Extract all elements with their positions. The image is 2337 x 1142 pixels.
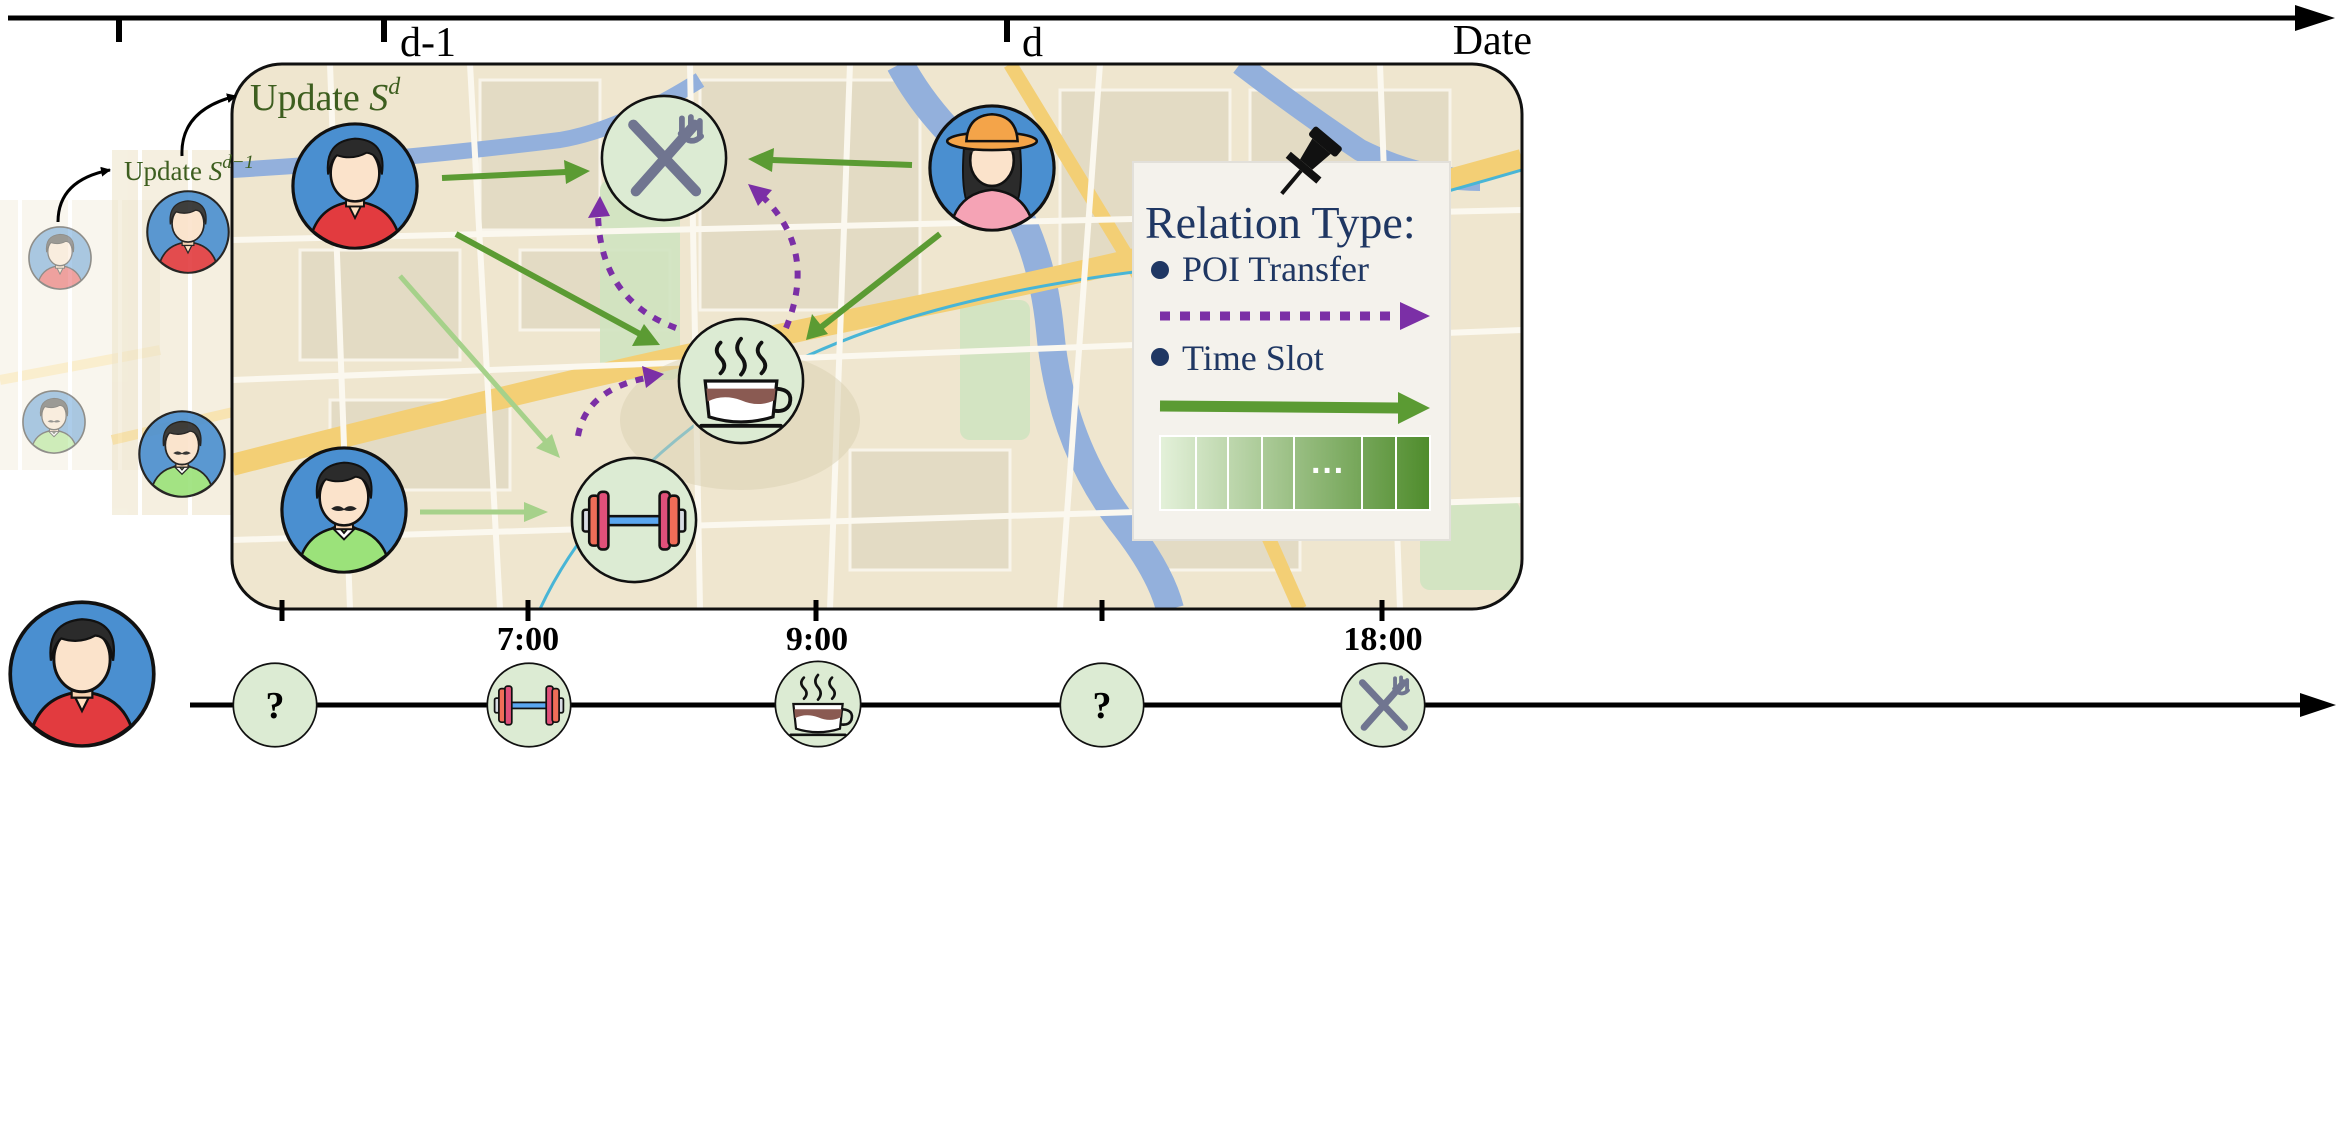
pin-icon [1280,126,1342,195]
timeline-slot-1-time: 7:00 [497,621,559,658]
timeline-slot-3-mark: ? [1093,685,1112,727]
poi-transfer-arrowheads [588,184,772,388]
user-avatar-woman [928,104,1056,232]
time-slot-edges [398,148,942,522]
update-current-text: Update [250,77,369,119]
user-avatar-red [291,122,419,250]
timeline-slot-4-time: 18:00 [1343,621,1422,658]
legend-time-gradient: ··· [1159,435,1431,511]
legend-line-time-slot [1159,400,1401,414]
timeline-slot-0-mark: ? [266,685,285,727]
update-previous-text: Update [124,156,209,186]
date-tick-label-current: d [1022,20,1043,66]
date-axis-label: Date [1453,18,1532,64]
legend-title: Relation Type: [1145,197,1416,248]
update-label-current: Update Sd [250,74,401,119]
timeline-slot-2-coffee-icon [774,660,862,748]
date-tick-label-prev: d-1 [400,20,456,66]
update-annotations: Update Sd Update Sd−1 [56,74,401,223]
user-avatar-prev2-red [28,226,92,290]
timeline-slot-1-gym-icon [486,662,572,748]
legend-panel: Relation Type: POI Transfer Time Slot ··… [1132,126,1451,541]
user-timeline: 7:00 9:00 18:00 ? ? [8,600,2336,748]
timeline-user-avatar [8,600,156,748]
legend-arrowhead-poi-transfer [1400,302,1430,330]
timeline-slot-4-restaurant-icon [1341,663,1424,746]
poi-coffee-icon [677,317,805,445]
poi-gym-icon [570,456,698,584]
update-current-sup: d [388,74,401,100]
timeline-slot-2-time: 9:00 [786,621,848,658]
user-avatar-prev1-red [146,190,230,274]
legend-label-time-slot: Time Slot [1182,338,1324,378]
legend-bullet-time-slot [1151,348,1169,366]
user-avatar-prev1-mustache [138,410,226,498]
update-previous-sup: d−1 [222,152,254,173]
legend-gradient-ellipsis: ··· [1311,452,1345,490]
update-current-var: S [369,77,388,119]
legend-label-poi-transfer: POI Transfer [1182,249,1369,289]
user-avatar-mustache [280,446,408,574]
legend-bullet-poi-transfer [1151,261,1169,279]
date-axis: d-1 d Date [8,5,2335,66]
update-label-previous: Update Sd−1 [124,152,254,186]
user-avatar-prev2-mustache [22,390,86,454]
legend-arrowhead-time-slot [1398,392,1430,424]
poi-restaurant-icon [602,96,726,220]
poi-transfer-edges [575,193,801,437]
update-previous-var: S [209,156,223,186]
